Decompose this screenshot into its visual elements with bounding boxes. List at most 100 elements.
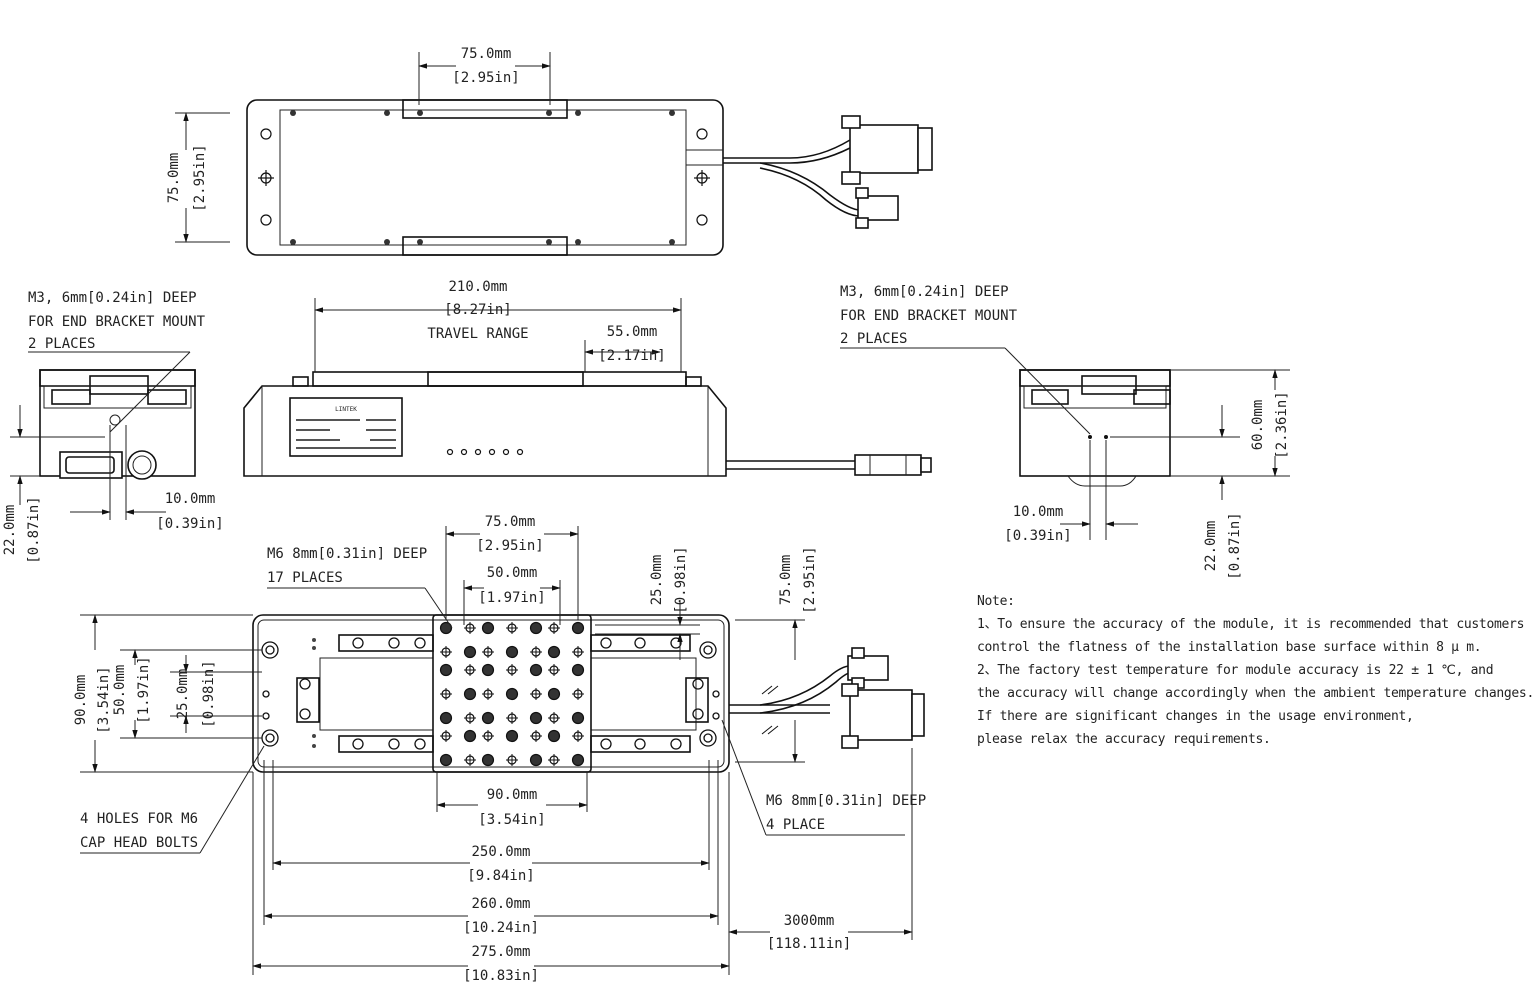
travel-mm: 210.0mm bbox=[448, 279, 507, 295]
travel-in: [8.27in] bbox=[444, 302, 511, 318]
carriage-hole-cross bbox=[440, 688, 452, 700]
carriage-hole-cross bbox=[572, 730, 584, 742]
carriage-hole bbox=[505, 645, 519, 659]
carriage-hole bbox=[547, 729, 561, 743]
right-callout-2: FOR END BRACKET MOUNT bbox=[840, 308, 1018, 324]
left-v-mm: 22.0mm bbox=[2, 505, 18, 556]
carriage-hole-cross bbox=[440, 646, 452, 658]
technical-drawing: 75.0mm [2.95in] 75.0mm [2.95in] LINTEK bbox=[2, 46, 1290, 984]
travel-label: TRAVEL RANGE bbox=[427, 326, 528, 342]
carriage-hole bbox=[481, 621, 495, 635]
carriage-hole bbox=[529, 753, 543, 767]
carriage-hole-cross bbox=[548, 712, 560, 724]
carriage-hole bbox=[481, 711, 495, 725]
carriage-hole bbox=[529, 621, 543, 635]
carriage-w-in: [2.95in] bbox=[476, 538, 543, 554]
carriage-hole-pattern bbox=[439, 621, 585, 767]
notes-line-2: control the flatness of the installation… bbox=[977, 640, 1482, 655]
carriage-hole bbox=[463, 687, 477, 701]
right-h-in: [0.39in] bbox=[1004, 528, 1071, 544]
carriage-hole bbox=[547, 687, 561, 701]
right-callout-3: 2 PLACES bbox=[840, 331, 907, 347]
top-height-mm: 75.0mm bbox=[166, 153, 182, 204]
left-h-mm: 10.0mm bbox=[165, 491, 216, 507]
v25-in: [0.98in] bbox=[673, 546, 689, 613]
label-plate: LINTEK bbox=[289, 397, 403, 457]
notes-title: Note: bbox=[977, 594, 1015, 609]
l90-mm: 90.0mm bbox=[73, 675, 89, 726]
notes-line-5: If there are significant changes in the … bbox=[977, 709, 1414, 724]
d260-mm: 260.0mm bbox=[471, 896, 530, 912]
callout-right-1: M6 8mm[0.31in] DEEP bbox=[766, 793, 926, 809]
carriage-hole-cross bbox=[572, 646, 584, 658]
carriage-hole bbox=[439, 753, 453, 767]
carriage-hole bbox=[505, 729, 519, 743]
notes-block: Note: 1、To ensure the accuracy of the mo… bbox=[977, 590, 1534, 751]
carriage-hole bbox=[529, 663, 543, 677]
carriage-hole-cross bbox=[464, 622, 476, 634]
right-callout-1: M3, 6mm[0.24in] DEEP bbox=[840, 284, 1009, 300]
carriage-hole-cross bbox=[506, 754, 518, 766]
right-v-in: [0.87in] bbox=[1227, 512, 1243, 579]
left-end-view: M3, 6mm[0.24in] DEEP FOR END BRACKET MOU… bbox=[2, 290, 224, 564]
carriage-hole bbox=[571, 663, 585, 677]
carriage-hole bbox=[463, 729, 477, 743]
d275-mm: 275.0mm bbox=[471, 944, 530, 960]
callout-right-2: 4 PLACE bbox=[766, 817, 825, 833]
callout-left-1: 4 HOLES FOR M6 bbox=[80, 811, 198, 827]
callout-top-2: 17 PLACES bbox=[267, 570, 343, 586]
l50-in: [1.97in] bbox=[136, 656, 152, 723]
carriage-hole-cross bbox=[530, 688, 542, 700]
top-height-in: [2.95in] bbox=[192, 144, 208, 211]
d260-in: [10.24in] bbox=[463, 920, 539, 936]
v25-mm: 25.0mm bbox=[649, 555, 665, 606]
carriage-hole-cross bbox=[482, 688, 494, 700]
carriage-hole-cross bbox=[530, 646, 542, 658]
l90-in: [3.54in] bbox=[96, 666, 112, 733]
carriage-hole-cross bbox=[530, 730, 542, 742]
carriage-hole bbox=[481, 753, 495, 767]
carriage-hole-cross bbox=[482, 646, 494, 658]
offset-in: [2.17in] bbox=[598, 348, 665, 364]
carriage-hole-cross bbox=[548, 664, 560, 676]
notes-line-3: 2、The factory test temperature for modul… bbox=[977, 663, 1494, 678]
left-h-in: [0.39in] bbox=[156, 516, 223, 532]
callout-top-1: M6 8mm[0.31in] DEEP bbox=[267, 546, 427, 562]
carriage-hole bbox=[463, 645, 477, 659]
d250-in: [9.84in] bbox=[467, 868, 534, 884]
right-height-in: [2.36in] bbox=[1274, 391, 1290, 458]
v75-in: [2.95in] bbox=[802, 546, 818, 613]
carriage-hole-cross bbox=[464, 712, 476, 724]
carriage-hole-cross bbox=[482, 730, 494, 742]
label-brand: LINTEK bbox=[335, 406, 357, 413]
carriage-hole-cross bbox=[506, 664, 518, 676]
left-callout-1: M3, 6mm[0.24in] DEEP bbox=[28, 290, 197, 306]
right-height-mm: 60.0mm bbox=[1250, 400, 1266, 451]
pitch-in: [1.97in] bbox=[478, 590, 545, 606]
top-view: 75.0mm [2.95in] 75.0mm [2.95in] bbox=[166, 46, 933, 256]
carriage-hole-cross bbox=[506, 712, 518, 724]
carriage-hole-cross bbox=[506, 622, 518, 634]
left-callout-3: 2 PLACES bbox=[28, 336, 95, 352]
h90-in: [3.54in] bbox=[478, 812, 545, 828]
l50-mm: 50.0mm bbox=[112, 665, 128, 716]
carriage-hole bbox=[547, 645, 561, 659]
pitch-mm: 50.0mm bbox=[487, 565, 538, 581]
h90-mm: 90.0mm bbox=[487, 787, 538, 803]
carriage-hole-cross bbox=[464, 754, 476, 766]
carriage-hole bbox=[481, 663, 495, 677]
carriage-hole bbox=[529, 711, 543, 725]
right-v-mm: 22.0mm bbox=[1203, 521, 1219, 572]
carriage-hole bbox=[571, 711, 585, 725]
top-width-in: [2.95in] bbox=[452, 70, 519, 86]
carriage-hole bbox=[439, 663, 453, 677]
top-width-mm: 75.0mm bbox=[461, 46, 512, 62]
d275-in: [10.83in] bbox=[463, 968, 539, 984]
offset-mm: 55.0mm bbox=[607, 324, 658, 340]
carriage-hole bbox=[571, 621, 585, 635]
left-callout-2: FOR END BRACKET MOUNT bbox=[28, 314, 206, 330]
carriage-hole-cross bbox=[572, 688, 584, 700]
carriage-w-mm: 75.0mm bbox=[485, 514, 536, 530]
carriage-hole-cross bbox=[464, 664, 476, 676]
right-h-mm: 10.0mm bbox=[1013, 504, 1064, 520]
